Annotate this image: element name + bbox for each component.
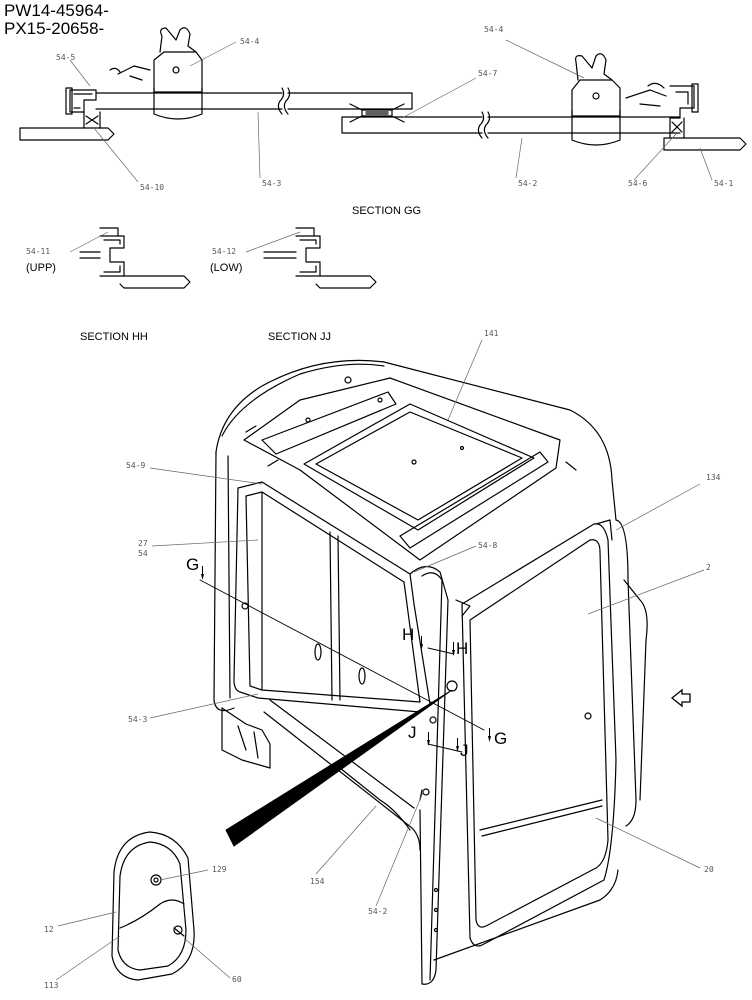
low-label: (LOW) [210,262,243,274]
callout-54-2a: 54-2 [518,179,537,188]
callout-154: 154 [310,877,325,886]
callout-54-8: 54-8 [478,541,497,550]
section-jj-drawing [263,227,377,289]
callout-54-2b: 54-2 [368,907,387,916]
section-arrows [201,574,491,752]
section-letters: G H H J J G [186,555,507,760]
callout-129: 129 [212,865,227,874]
callout-54-10: 54-10 [140,183,164,192]
drawing-number-1: PW14-45964- [4,1,109,20]
view-direction-arrow [225,689,453,847]
section-hh-title: SECTION HH [80,331,148,343]
section-letter-j-left: J [408,723,417,742]
callout-labels: 54-4 54-5 54-10 54-3 54-7 54-4 54-2 54-6… [26,25,733,990]
section-lines [199,579,485,753]
callout-141: 141 [484,329,499,338]
callout-54-6: 54-6 [628,179,647,188]
callout-27: 27 [138,539,148,548]
callout-54-4a: 54-4 [240,37,259,46]
section-hh-drawing [79,227,191,289]
drawing-number-2: PX15-20658- [4,19,105,38]
callout-54-12: 54-12 [212,247,236,256]
callout-54-3b: 54-3 [128,715,147,724]
callout-54-5: 54-5 [56,53,75,62]
leader-lines [55,39,713,981]
cab-body [213,359,648,985]
callout-60: 60 [232,975,242,984]
section-letter-h-right: H [456,639,468,658]
front-direction-arrow [670,688,691,708]
callout-54-4b: 54-4 [484,25,503,34]
callout-54-9: 54-9 [126,461,145,470]
callout-134: 134 [706,473,721,482]
callout-54: 54 [138,549,148,558]
callout-54-7: 54-7 [478,69,497,78]
callout-54-1: 54-1 [714,179,733,188]
callout-12: 12 [44,925,54,934]
section-gg-drawing [19,27,747,151]
callout-2: 2 [706,563,711,572]
section-letter-h-left: H [402,625,414,644]
section-arrow-shafts [202,566,490,748]
section-gg-title: SECTION GG [352,205,422,217]
section-jj-title: SECTION JJ [268,331,331,343]
callout-54-3a: 54-3 [262,179,281,188]
callout-54-11: 54-11 [26,247,50,256]
section-letter-g-right: G [494,729,507,748]
section-letter-g-left: G [186,555,199,574]
upp-label: (UPP) [26,262,56,274]
mirror-assembly [111,831,195,981]
callout-20: 20 [704,865,714,874]
callout-113: 113 [44,981,59,990]
section-letter-j-right: J [460,741,469,760]
